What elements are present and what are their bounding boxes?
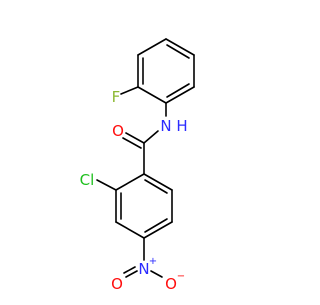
bond	[150, 270, 163, 278]
bond	[143, 173, 173, 191]
molecule-diagram: F N H O Cl N + O O −	[80, 38, 195, 293]
bond	[125, 132, 145, 144]
bond	[120, 86, 139, 95]
bond	[143, 130, 159, 144]
bond	[137, 86, 167, 104]
bond	[166, 83, 190, 98]
bond	[123, 266, 136, 274]
amide-nitrogen-label: N	[160, 117, 171, 135]
bond	[125, 270, 138, 278]
nitro-minus-charge: −	[177, 271, 185, 282]
fluorine-label: F	[112, 88, 121, 106]
bond	[122, 137, 142, 149]
bond	[115, 221, 145, 239]
structure-canvas: F N H O Cl N + O O −	[80, 38, 195, 293]
nitro-nitrogen-label: N	[138, 260, 149, 278]
amide-hydrogen-label: H	[176, 117, 187, 135]
carbonyl-oxygen-label: O	[112, 122, 124, 140]
bond	[96, 179, 117, 191]
nitro-oxygen-right-label: O	[165, 275, 177, 293]
bond	[165, 38, 195, 56]
bond	[144, 218, 168, 233]
fluorophenyl-ring	[137, 38, 195, 104]
bond	[115, 173, 145, 191]
bond	[144, 179, 168, 194]
nitro-oxygen-left-label: O	[111, 275, 123, 293]
bond	[137, 38, 167, 56]
chlorine-label: Cl	[80, 171, 95, 189]
bond	[166, 44, 190, 59]
nitro-plus-charge: +	[149, 256, 157, 267]
bond	[165, 86, 195, 104]
chloronitrophenyl-ring	[115, 173, 173, 239]
bond	[143, 221, 173, 239]
